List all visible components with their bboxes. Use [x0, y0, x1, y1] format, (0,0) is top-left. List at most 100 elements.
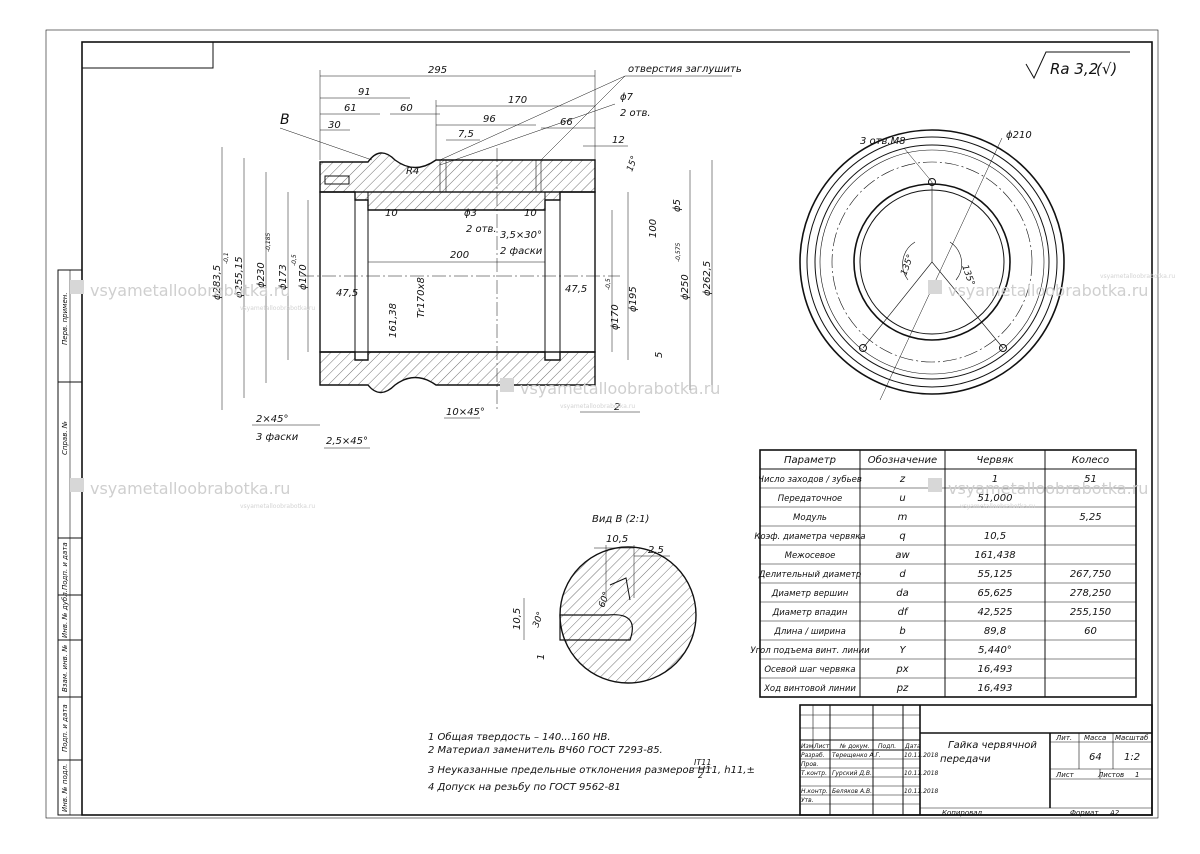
- dim-161-38: 161,38: [388, 303, 399, 338]
- side-stamp-column: Перв. примен. Справ. № Подп. и дата Инв.…: [57, 269, 83, 816]
- dim-96: 96: [483, 114, 496, 125]
- outer-frame: [45, 29, 1159, 819]
- section-top: [319, 152, 596, 211]
- param-table-cell: m: [898, 512, 908, 523]
- dim-2: 2: [614, 402, 620, 413]
- dim-chamfer-2-5: 2,5×45°: [326, 436, 368, 447]
- dim-phi170a-tol: -0,5: [291, 254, 298, 266]
- dim-phi230-tol: -0,185: [265, 232, 272, 252]
- param-table-cell: 5,25: [1079, 512, 1101, 523]
- param-table-cell: d: [899, 569, 906, 580]
- label-b: B: [280, 112, 290, 128]
- dim-chamfer-3: 3 фаски: [256, 432, 299, 443]
- hole-m8-2: [859, 344, 867, 352]
- tb-date: 10.11.2018: [904, 788, 939, 795]
- param-table-header: Колесо: [1072, 455, 1109, 466]
- tb-person: Беляков А.В.: [832, 788, 872, 795]
- param-table-cell: 42,525: [978, 607, 1013, 618]
- detail-view-b: Вид B (2:1) 10,5 2,5 60° 30° 10,5 1: [512, 514, 697, 684]
- watermark-4: vsyametalloobrabotka.ru vsyametalloobrab…: [70, 478, 315, 510]
- dim-chamfer-2x45: 2×45°: [256, 414, 288, 425]
- side-stamp-1: Перв. примен.: [61, 292, 69, 345]
- dim-61: 61: [344, 103, 357, 114]
- dim-47-5a: 47,5: [336, 288, 358, 299]
- dim-phi230: ϕ230: [256, 262, 267, 288]
- param-table-cell: Межосевое: [785, 551, 836, 561]
- param-table-cell: Ход винтовой линии: [763, 684, 856, 694]
- param-table-cell: Диаметр вершин: [771, 589, 849, 599]
- note-3-frac-bottom: 2: [698, 771, 703, 780]
- dim-2-holes: 2 отв.: [620, 108, 651, 119]
- param-table-cell: 51: [1084, 474, 1097, 485]
- param-table-header: Червяк: [976, 455, 1013, 466]
- note-3-frac-top: IT11: [694, 758, 711, 767]
- note-4: 4 Допуск на резьбу по ГОСТ 9562-81: [428, 781, 621, 793]
- side-stamp-4: Инв. № дубл.: [61, 590, 69, 638]
- dim-47-5b: 47,5: [565, 284, 587, 295]
- svg-text:vsyametalloobrabotka.ru: vsyametalloobrabotka.ru: [1100, 273, 1175, 280]
- note-plug-holes: отверстия заглушить: [628, 64, 742, 75]
- param-table-cell: Длина / ширина: [773, 627, 846, 637]
- roughness-value: Ra 3,2: [1050, 60, 1098, 78]
- param-table-cell: 10,5: [984, 531, 1006, 542]
- param-table-cell: 1: [992, 474, 998, 485]
- roughness-extra: (√): [1096, 60, 1117, 78]
- dim-phi7: ϕ7: [620, 92, 634, 103]
- param-table-border: [759, 449, 1137, 698]
- dim-phi173: ϕ173: [278, 264, 289, 290]
- tb-lit: Лит.: [1055, 734, 1072, 742]
- param-table-cell: 16,493: [978, 683, 1013, 694]
- param-table-cell: Число заходов / зубьев: [758, 475, 862, 485]
- param-table-cell: Передаточное: [778, 494, 843, 504]
- part-name-line-1: Гайка червячной: [948, 740, 1037, 751]
- note-2: 2 Материал заменитель ВЧ60 ГОСТ 7293-85.: [428, 745, 663, 756]
- end-view: 3 отв.M8 ϕ210 135° 135°: [799, 129, 1065, 401]
- tb-header-izm: Изм: [801, 743, 814, 750]
- svg-text:vsyametalloobrabotka.ru: vsyametalloobrabotka.ru: [240, 305, 315, 312]
- detail-10-5: 10,5: [606, 534, 628, 545]
- watermark-2: vsyametalloobrabotka.ru vsyametalloobrab…: [500, 378, 720, 410]
- dim-phi262: ϕ262,5: [702, 261, 713, 296]
- inner-frame: [81, 41, 1153, 816]
- param-table-cell: Коэф. диаметра червяка: [754, 532, 865, 542]
- svg-text:vsyametalloobrabotka.ru: vsyametalloobrabotka.ru: [240, 503, 315, 510]
- note-1: 1 Общая твердость – 140...160 HB.: [428, 731, 611, 743]
- watermark-1: vsyametalloobrabotka.ru vsyametalloobrab…: [70, 280, 315, 312]
- dim-phi5: ϕ5: [672, 199, 683, 212]
- dim-chamfer-10: 10×45°: [446, 407, 485, 418]
- dim-phi195: ϕ195: [628, 286, 639, 312]
- hole-m8-3: [999, 344, 1007, 352]
- param-table-cell: da: [896, 588, 908, 599]
- param-table-cell: 51,000: [978, 493, 1013, 504]
- param-table-cell: 267,750: [1070, 569, 1111, 580]
- dim-phi255: ϕ255,15: [234, 256, 245, 298]
- dim-chamfer-3-5: 3,5×30°: [500, 230, 542, 241]
- tb-scale: Масштаб: [1115, 734, 1149, 742]
- dim-60: 60: [400, 103, 413, 114]
- title-block: Разраб.Терещенко А.Г.10.11.2018Пров.Т.ко…: [799, 704, 1153, 817]
- svg-text:vsyametalloobrabotka.ru: vsyametalloobrabotka.ru: [560, 403, 635, 410]
- technical-notes: 1 Общая твердость – 140...160 HB. 2 Мате…: [428, 731, 755, 793]
- param-table-cell: 161,438: [974, 550, 1015, 561]
- dim-thread: Tr170x8: [416, 277, 427, 318]
- dim-phi283: ϕ283,5: [212, 265, 223, 300]
- roughness-symbol: Ra 3,2 (√): [1025, 51, 1130, 80]
- detail-title: Вид B (2:1): [592, 514, 649, 525]
- detail-10-5-v: 10,5: [512, 608, 523, 630]
- side-stamp-7: Инв. № подл.: [61, 764, 69, 812]
- dim-phi283-tol: -0,1: [223, 252, 230, 264]
- svg-text:vsyametalloobrabotka.ru: vsyametalloobrabotka.ru: [520, 379, 720, 398]
- tb-format-value: A2: [1109, 809, 1120, 817]
- tb-mass-value: 64: [1089, 752, 1102, 763]
- param-table-cell: z: [899, 474, 906, 485]
- dim-7-5: 7,5: [458, 129, 474, 140]
- part-name-line-2: передачи: [940, 754, 991, 765]
- dim-295: 295: [428, 65, 447, 76]
- param-table-cell: df: [898, 607, 909, 618]
- svg-text:vsyametalloobrabotka.ru: vsyametalloobrabotka.ru: [948, 479, 1148, 498]
- tb-role: Н.контр.: [801, 788, 828, 795]
- tb-mass: Масса: [1084, 734, 1106, 742]
- param-table-header: Параметр: [784, 455, 836, 466]
